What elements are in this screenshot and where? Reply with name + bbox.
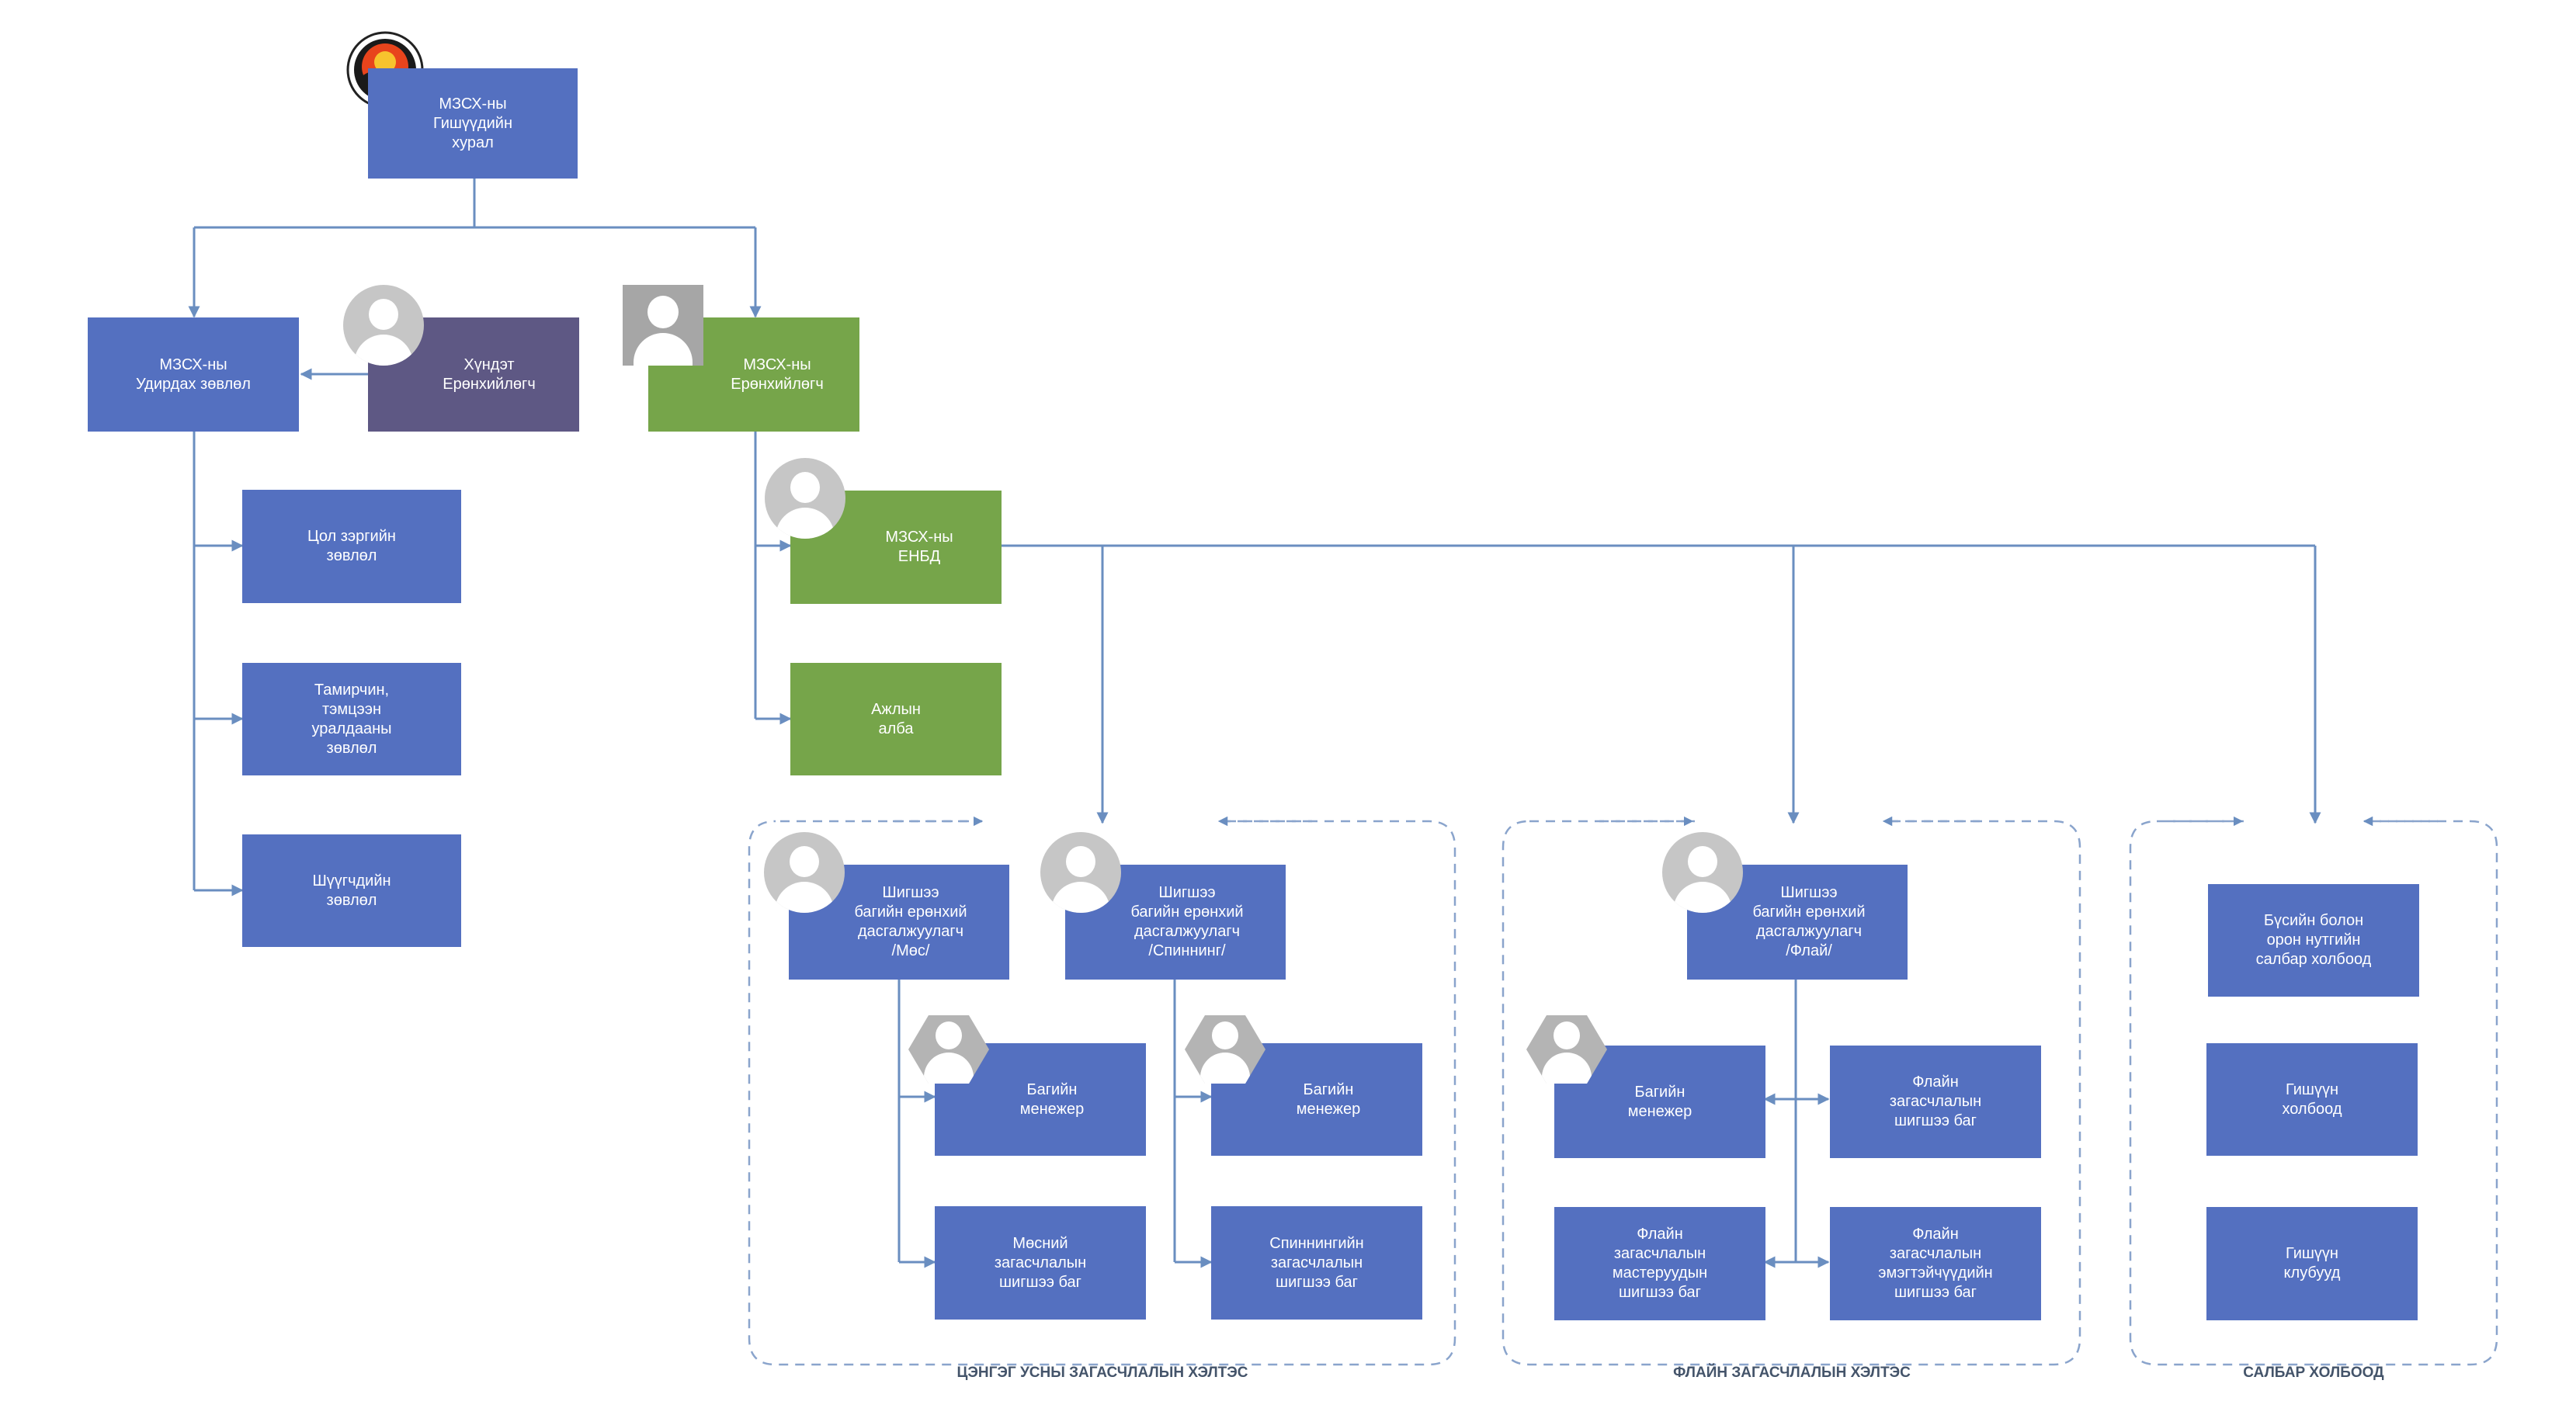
honorary-president-avatar-icon <box>343 285 424 366</box>
fly-division-label: ФЛАЙН ЗАГАСЧЛАЛЫН ХЭЛТЭС <box>1673 1365 1911 1381</box>
president-avatar-icon <box>623 285 703 366</box>
ice-team-manager-avatar-icon <box>908 1015 989 1084</box>
fly-head-coach-avatar-icon <box>1662 832 1743 913</box>
general-assembly-box[interactable]: МЗСХ-ны Гишүүдийн хурал <box>368 68 578 179</box>
frame-branch <box>2129 820 2498 1366</box>
office-box[interactable]: Ажлын алба <box>790 663 1002 775</box>
connector-assembly <box>194 179 755 229</box>
ice-national-team-box[interactable]: Мөсний загасчлалын шигшээ баг <box>935 1206 1146 1320</box>
fly-national-team-box[interactable]: Флайн загасчлалын шигшээ баг <box>1830 1046 2041 1158</box>
regional-federations-box[interactable]: Бүсийн болон орон нутгийн салбар холбоод <box>2208 884 2419 997</box>
ice-head-coach-avatar-icon <box>764 832 845 913</box>
freshwater-division-label: ЦЭНГЭГ УСНЫ ЗАГАСЧЛАЛЫН ХЭЛТЭС <box>956 1365 1248 1381</box>
spinning-head-coach-avatar-icon <box>1040 832 1121 913</box>
fly-masters-team-box[interactable]: Флайн загасчлалын мастеруудын шигшээ баг <box>1554 1207 1765 1320</box>
board-box[interactable]: МЗСХ-ны Удирдах зөвлөл <box>88 317 299 432</box>
athletes-council-box[interactable]: Тамирчин, тэмцээн уралдааны зөвлөл <box>242 663 461 775</box>
fly-women-team-box[interactable]: Флайн загасчлалын эмэгтэйчүүдийн шигшээ … <box>1830 1207 2041 1320</box>
member-federations-box[interactable]: Гишүүн холбоод <box>2206 1043 2418 1156</box>
branch-federations-label: САЛБАР ХОЛБООД <box>2243 1365 2384 1381</box>
ranks-council-box[interactable]: Цол зэргийн зөвлөл <box>242 490 461 603</box>
secretary-general-avatar-icon <box>765 458 845 539</box>
judges-council-box[interactable]: Шүүгчдийн зөвлөл <box>242 834 461 947</box>
spinning-team-manager-avatar-icon <box>1185 1015 1265 1084</box>
spinning-national-team-box[interactable]: Спиннингийн загасчлалын шигшээ баг <box>1211 1206 1422 1320</box>
member-clubs-box[interactable]: Гишүүн клубууд <box>2206 1207 2418 1320</box>
